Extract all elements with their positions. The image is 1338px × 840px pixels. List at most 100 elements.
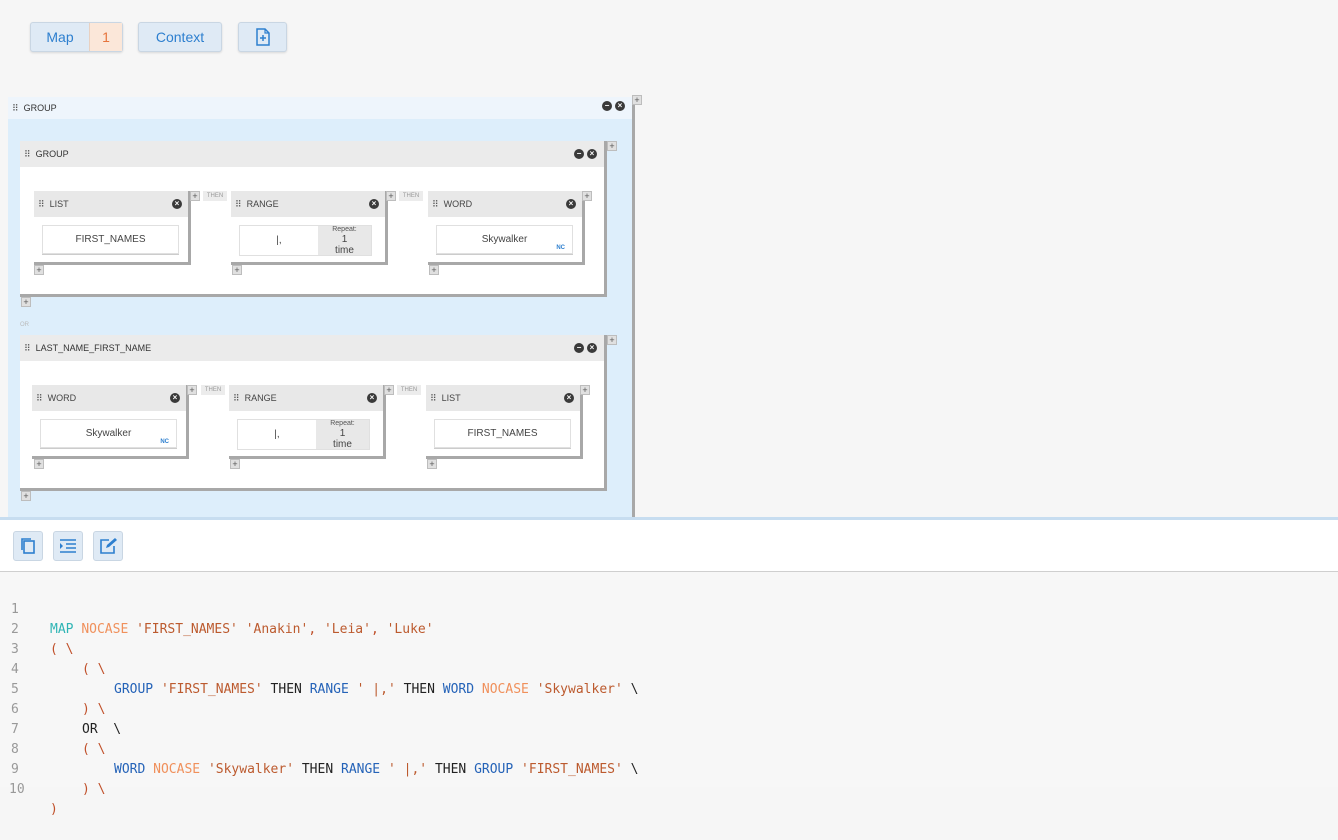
repeat-label: Repeat: [332,226,357,233]
block-header[interactable]: ⠿ LIST × [426,385,580,411]
add-icon[interactable]: + [21,297,31,307]
code-line: 9 ) \ [0,740,105,797]
add-icon[interactable]: + [21,491,31,501]
add-icon[interactable]: + [607,335,617,345]
range-chars[interactable]: |, [274,429,280,440]
add-icon[interactable]: + [632,95,642,105]
range-value[interactable]: |, Repeat: 1 time [239,225,372,256]
add-icon[interactable]: + [34,459,44,469]
close-icon[interactable]: × [566,199,576,209]
add-icon[interactable]: + [187,385,197,395]
drag-handle-icon[interactable]: ⠿ [36,392,43,403]
add-file-button[interactable] [238,22,287,52]
close-icon[interactable]: × [172,199,182,209]
list-value[interactable]: FIRST_NAMES [42,225,179,254]
minimize-icon[interactable]: − [602,101,612,111]
list-block[interactable]: ⠿ LIST × FIRST_NAMES [426,385,583,459]
modifier: NOCASE [481,682,529,697]
range-block[interactable]: ⠿ RANGE × |, Repeat: 1 time [229,385,386,459]
modifier: NOCASE [153,762,201,777]
word-text: Skywalker [481,234,528,245]
close-icon[interactable]: × [615,101,625,111]
add-icon[interactable]: + [230,459,240,469]
block-header[interactable]: ⠿ RANGE × [231,191,385,217]
code-text: ) \ [82,782,106,797]
map-count-badge: 1 [89,23,122,51]
minimize-icon[interactable]: − [574,149,584,159]
string: 'Luke' [386,622,434,637]
close-icon[interactable]: × [170,393,180,403]
add-icon[interactable]: + [429,265,439,275]
repeat-control[interactable]: Repeat: 1 time [316,420,369,450]
drag-handle-icon[interactable]: ⠿ [24,148,31,159]
drag-handle-icon[interactable]: ⠿ [233,392,240,403]
add-icon[interactable]: + [580,385,590,395]
code-line: 2 ( \ [0,600,73,657]
range-chars[interactable]: |, [276,235,282,246]
close-icon[interactable]: × [564,393,574,403]
add-icon[interactable]: + [582,191,592,201]
punctuation: , [308,622,317,637]
then-keyword: THEN [301,762,334,777]
code-line: 4 GROUP 'FIRST_NAMES' THEN RANGE ' |,' T… [0,640,638,697]
group-header[interactable]: ⠿ GROUP − × [20,141,604,167]
map-button[interactable]: Map 1 [30,22,123,52]
drag-handle-icon[interactable]: ⠿ [24,342,31,353]
add-icon[interactable]: + [34,265,44,275]
close-icon[interactable]: × [369,199,379,209]
line-number: 10 [9,782,25,797]
group-first-names[interactable]: ⠿ GROUP − × + ⠿ LIST × FIRST_NAMES + + T… [20,141,617,297]
drag-handle-icon[interactable]: ⠿ [235,198,242,209]
line-number: 4 [11,662,19,677]
copy-button[interactable] [13,531,43,561]
then-keyword: THEN [403,682,435,697]
range-block[interactable]: ⠿ RANGE × |, Repeat: 1 time [231,191,388,265]
add-icon[interactable]: + [607,141,617,151]
keyword: RANGE [309,682,349,697]
add-icon[interactable]: + [427,459,437,469]
panel-divider[interactable] [0,517,1338,520]
outer-group-container[interactable]: ⠿ GROUP − × + ⠿ GROUP − × + ⠿ LIST × FIR… [8,95,642,518]
close-icon[interactable]: × [587,149,597,159]
word-value[interactable]: Skywalker NC [436,225,573,254]
outer-group-header[interactable]: ⠿ GROUP − × [8,97,632,119]
block-type: RANGE [244,393,277,403]
word-text: Skywalker [85,428,132,439]
repeat-control[interactable]: Repeat: 1 time [318,226,371,256]
line-number: 1 [11,602,19,617]
edit-button[interactable] [93,531,123,561]
file-plus-icon [255,28,270,46]
context-button[interactable]: Context [138,22,222,52]
group-title: GROUP [35,149,69,159]
add-icon[interactable]: + [384,385,394,395]
drag-handle-icon[interactable]: ⠿ [430,392,437,403]
close-icon[interactable]: × [367,393,377,403]
code-line: 1 MAP NOCASE 'FIRST_NAMES' 'Anakin', 'Le… [0,580,434,637]
add-icon[interactable]: + [232,265,242,275]
range-value[interactable]: |, Repeat: 1 time [237,419,370,450]
list-block[interactable]: ⠿ LIST × FIRST_NAMES [34,191,191,265]
block-header[interactable]: ⠿ LIST × [34,191,188,217]
minimize-icon[interactable]: − [574,343,584,353]
add-icon[interactable]: + [386,191,396,201]
word-block[interactable]: ⠿ WORD × Skywalker NC [32,385,189,459]
close-icon[interactable]: × [587,343,597,353]
block-header[interactable]: ⠿ RANGE × [229,385,383,411]
block-header[interactable]: ⠿ WORD × [428,191,582,217]
drag-handle-icon[interactable]: ⠿ [38,198,45,209]
keyword: GROUP [114,682,154,697]
indent-button[interactable] [53,531,83,561]
group-header[interactable]: ⠿ LAST_NAME_FIRST_NAME − × [20,335,604,361]
add-icon[interactable]: + [190,191,200,201]
drag-handle-icon[interactable]: ⠿ [432,198,439,209]
word-block[interactable]: ⠿ WORD × Skywalker NC [428,191,585,265]
string: 'FIRST_NAMES' [160,682,263,697]
word-value[interactable]: Skywalker NC [40,419,177,448]
block-header[interactable]: ⠿ WORD × [32,385,186,411]
then-keyword: THEN [434,762,467,777]
keyword: RANGE [341,762,381,777]
code-editor[interactable]: 1 MAP NOCASE 'FIRST_NAMES' 'Anakin', 'Le… [0,572,1338,817]
drag-handle-icon[interactable]: ⠿ [12,102,19,113]
group-last-name-first-name[interactable]: ⠿ LAST_NAME_FIRST_NAME − × + ⠿ WORD × Sk… [20,335,617,491]
list-value[interactable]: FIRST_NAMES [434,419,571,448]
